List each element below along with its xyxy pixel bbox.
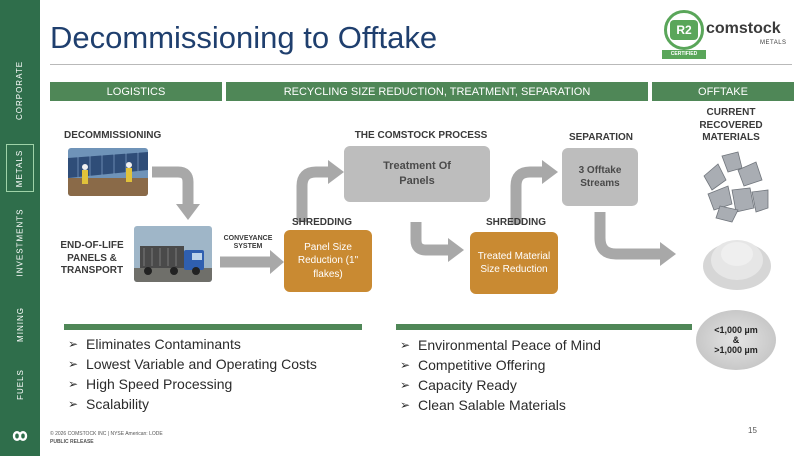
arrow-bullet-icon: ➢ (68, 357, 79, 371)
box-treated-material: Treated Material Size Reduction (470, 232, 558, 294)
list-item: ➢ Clean Salable Materials (400, 395, 601, 415)
arrow-bullet-icon: ➢ (68, 377, 79, 391)
arrowhead (448, 238, 464, 262)
arrow-bullet-icon: ➢ (400, 378, 411, 392)
benefits-list-left: ➢ Eliminates Contaminants ➢ Lowest Variabl… (68, 334, 317, 414)
r2-badge-text: R2 (670, 20, 698, 40)
arrowhead (328, 160, 344, 184)
box-panel-size: Panel Size Reduction (1" flakes) (284, 230, 372, 292)
arrow-bullet-icon: ➢ (68, 337, 79, 351)
label-end-of-life: END-OF-LIFE PANELS & TRANSPORT (60, 240, 124, 276)
label-shredding-1: SHREDDING (291, 217, 352, 228)
box-treatment: Treatment Of Panels (344, 146, 490, 202)
footer-release: PUBLIC RELEASE (50, 438, 94, 445)
box-offtake-streams: 3 Offtake Streams (562, 148, 638, 206)
box-panel-size-text: Panel Size Reduction (1" flakes) (297, 241, 359, 280)
truck-photo (134, 226, 212, 282)
label-decommissioning: DECOMMISSIONING (64, 130, 162, 141)
infinity-logo-icon (12, 431, 28, 441)
footer: © 2026 COMSTOCK INC | NYSE American: LOD… (50, 431, 163, 446)
list-item: ➢ Lowest Variable and Operating Costs (68, 354, 317, 374)
label-shredding-2: SHREDDING (485, 217, 546, 228)
footer-copyright: © 2026 COMSTOCK INC | NYSE American: LOD… (50, 431, 163, 437)
bullet-text: Clean Salable Materials (418, 397, 566, 413)
arrow-bullet-icon: ➢ (68, 397, 79, 411)
list-item: ➢ Competitive Offering (400, 355, 601, 375)
box-offtake-streams-text: 3 Offtake Streams (578, 164, 622, 190)
r2-badge-icon: R2 (664, 10, 704, 50)
company-logo: R2 CERTIFIED comstock METALS (662, 10, 794, 60)
list-item: ➢ Scalability (68, 394, 317, 414)
bullet-text: High Speed Processing (86, 376, 233, 392)
left-bullets-rule (64, 324, 362, 330)
benefits-list-right: ➢ Environmental Peace of Mind ➢ Competitiv… (400, 335, 601, 415)
arrowhead (270, 250, 284, 274)
list-item: ➢ High Speed Processing (68, 374, 317, 394)
arrow-separation-to-materials (594, 212, 662, 260)
label-comstock-process: THE COMSTOCK PROCESS (354, 130, 488, 141)
arrow-bullet-icon: ➢ (400, 398, 411, 412)
page-title: Decommissioning to Offtake (50, 20, 438, 55)
page-number: 15 (748, 426, 757, 435)
bullet-text: Eliminates Contaminants (86, 336, 241, 352)
arrow-treatment-to-shred (410, 222, 450, 256)
label-current-recovered: CURRENT RECOVERED MATERIALS (699, 107, 763, 143)
material-sizes-disc: <1,000 µm & >1,000 µm (696, 310, 776, 370)
bullet-text: Competitive Offering (418, 357, 546, 373)
arrowhead (176, 204, 200, 220)
header-recycling: RECYCLING SIZE REDUCTION, TREATMENT, SEP… (226, 82, 648, 101)
title-divider (50, 64, 792, 65)
r2-certified-label: CERTIFIED (662, 50, 706, 59)
header-offtake: OFFTAKE (652, 82, 794, 101)
arrow-shred-to-treatment (296, 166, 330, 222)
arrow-bullet-icon: ➢ (400, 338, 411, 352)
list-item: ➢ Capacity Ready (400, 375, 601, 395)
label-conveyance: CONVEYANCE SYSTEM (223, 235, 273, 251)
size-line-1: <1,000 µm (714, 325, 758, 335)
metal-flakes-photo (698, 146, 774, 224)
bullet-text: Lowest Variable and Operating Costs (86, 356, 317, 372)
right-bullets-rule (396, 324, 692, 330)
arrow-bullet-icon: ➢ (400, 358, 411, 372)
sidebar-item-metals[interactable]: METALS (6, 144, 34, 192)
list-item: ➢ Eliminates Contaminants (68, 334, 317, 354)
arrowhead (660, 242, 676, 266)
arrow-shred-to-separation (510, 166, 544, 224)
bullet-text: Capacity Ready (418, 377, 517, 393)
fine-powder-photo (700, 228, 774, 294)
bullet-text: Environmental Peace of Mind (418, 337, 601, 353)
sidebar-nav: CORPORATE METALS INVESTMENTS MINING FUEL… (0, 0, 40, 456)
box-treated-material-text: Treated Material Size Reduction (477, 250, 551, 276)
arrowhead (542, 160, 558, 184)
list-item: ➢ Environmental Peace of Mind (400, 335, 601, 355)
solar-panel-photo (68, 148, 148, 196)
box-treatment-text: Treatment Of Panels (383, 160, 451, 187)
size-line-2: & (732, 335, 740, 345)
arrow-decom-to-truck (152, 166, 194, 206)
brand-name: comstock (706, 20, 781, 37)
header-logistics: LOGISTICS (50, 82, 222, 101)
brand-subtitle: METALS (760, 40, 787, 46)
label-separation: SEPARATION (568, 132, 634, 143)
size-line-3: >1,000 µm (714, 345, 758, 355)
bullet-text: Scalability (86, 396, 150, 412)
